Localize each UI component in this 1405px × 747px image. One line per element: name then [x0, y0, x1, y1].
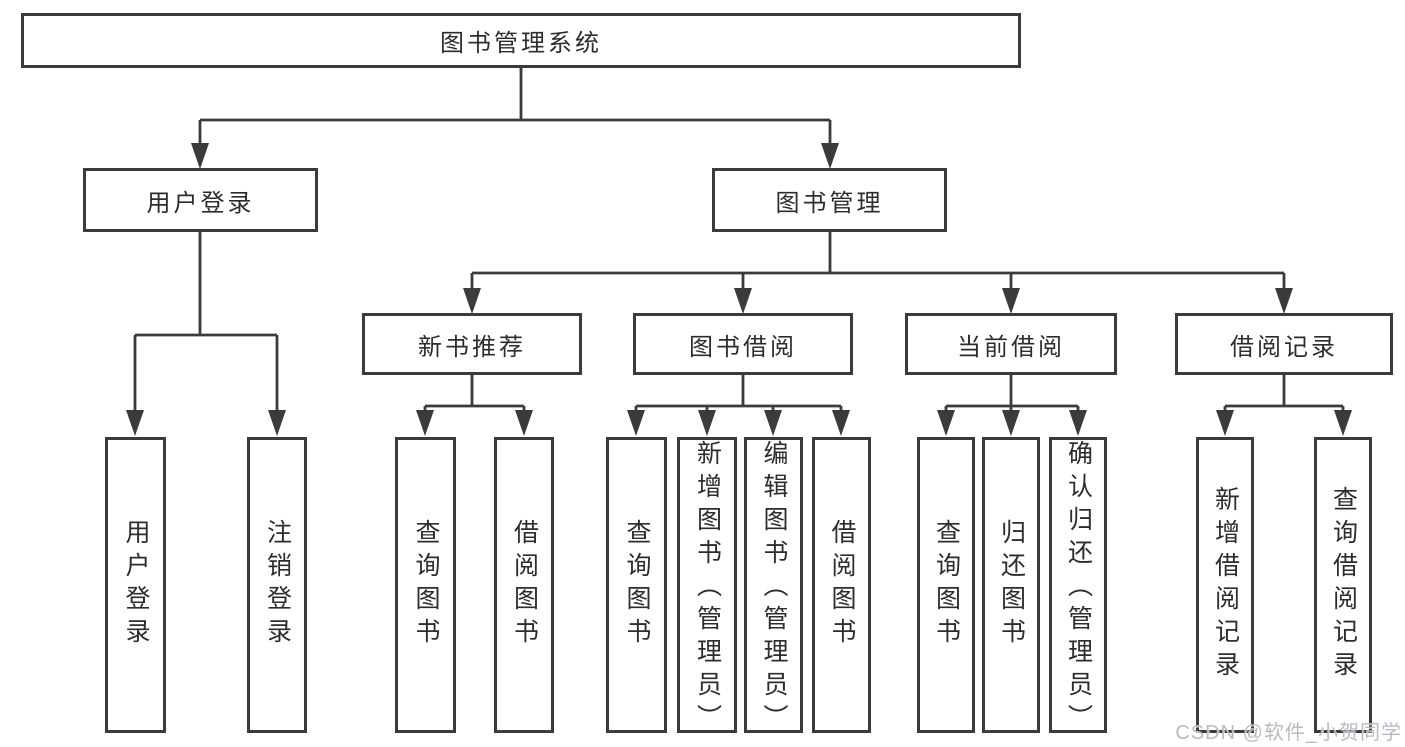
node-new-book-recommend: 新书推荐: [362, 313, 582, 375]
connector-book-management-bus: [472, 232, 1284, 275]
leaf-logout: 注销登录: [247, 437, 307, 733]
node-user-login: 用户登录: [83, 168, 318, 232]
leaf-add-borrow-record: 新增借阅记录: [1196, 437, 1254, 733]
connector-current-borrow-bus: [946, 375, 1078, 408]
leaf-confirm-return-admin: 确认归还（管理员）: [1049, 437, 1107, 737]
node-current-borrow: 当前借阅: [905, 313, 1117, 375]
leaf-borrow-books-1: 借阅图书: [494, 437, 554, 733]
node-book-management: 图书管理: [712, 168, 947, 232]
csdn-watermark: CSDN @软件_小贺同学: [1175, 722, 1402, 744]
leaf-edit-book-admin: 编辑图书（管理员）: [744, 437, 803, 737]
leaf-query-books-1: 查询图书: [395, 437, 456, 733]
node-book-borrow: 图书借阅: [633, 313, 853, 375]
connector-root-bus: [200, 68, 830, 122]
leaf-query-books-3: 查询图书: [917, 437, 975, 733]
leaf-borrow-books-2: 借阅图书: [812, 437, 871, 733]
leaf-return-book: 归还图书: [982, 437, 1040, 733]
connector-borrow-records-bus: [1225, 375, 1343, 408]
connector-new-book-bus: [425, 375, 524, 408]
connector-user-login-bus: [135, 232, 277, 337]
leaf-query-books-2: 查询图书: [606, 437, 667, 733]
connector-book-borrow-bus: [636, 375, 841, 408]
leaf-add-book-admin: 新增图书（管理员）: [677, 437, 737, 737]
leaf-query-borrow-record: 查询借阅记录: [1314, 437, 1372, 733]
node-borrow-records: 借阅记录: [1175, 313, 1393, 375]
node-root: 图书管理系统: [21, 13, 1021, 68]
leaf-user-login: 用户登录: [105, 437, 166, 733]
